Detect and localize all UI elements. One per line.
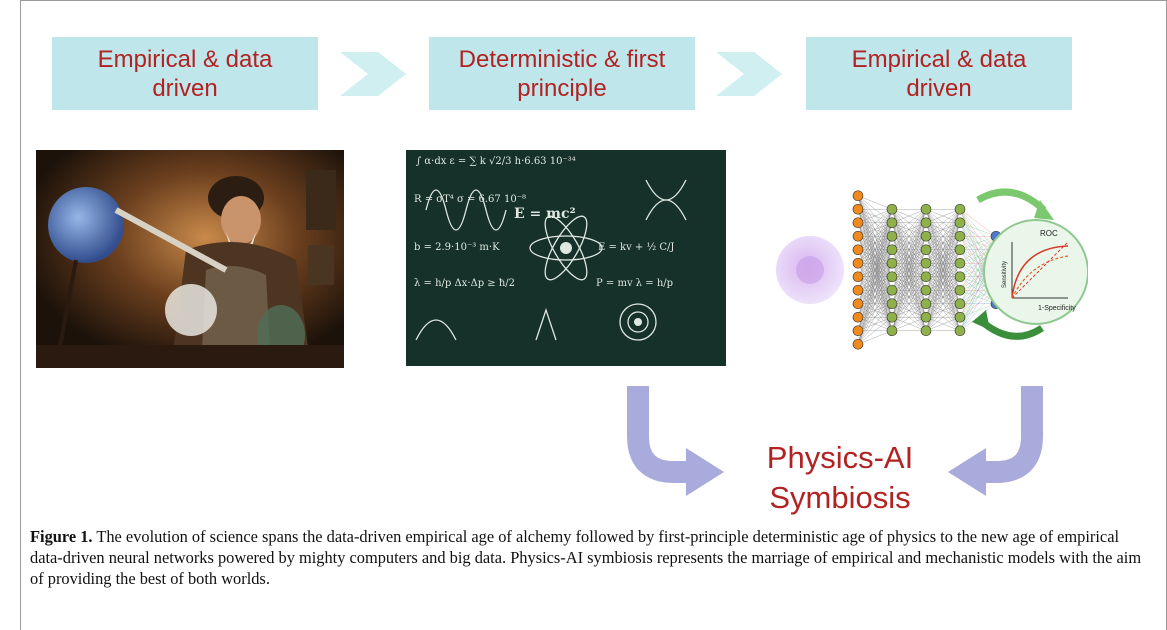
- network-node: [954, 257, 966, 269]
- curved-arrow-right-icon: [948, 386, 1043, 496]
- curved-arrow-left-icon: [627, 386, 724, 496]
- network-node: [886, 298, 898, 310]
- network-node: [852, 338, 864, 350]
- network-node: [852, 298, 864, 310]
- network-node: [852, 325, 864, 337]
- figure-caption: Figure 1. The evolution of science spans…: [30, 526, 1145, 589]
- network-node: [886, 257, 898, 269]
- caption-text: The evolution of science spans the data-…: [30, 527, 1142, 588]
- network-node: [920, 230, 932, 242]
- network-node: [886, 217, 898, 229]
- formula-label: E = mc²: [514, 206, 576, 222]
- stage-box-empirical-2: Empirical & data driven: [806, 37, 1072, 110]
- left-border: [20, 0, 21, 630]
- roc-x-label: 1-Specificity: [1038, 305, 1076, 312]
- network-node: [954, 298, 966, 310]
- network-node: [852, 311, 864, 323]
- network-node: [954, 325, 966, 337]
- network-node: [920, 311, 932, 323]
- network-node: [852, 257, 864, 269]
- chevron-arrow-icon-1: [340, 52, 406, 96]
- network-node: [886, 284, 898, 296]
- alchemist-image: [36, 150, 344, 368]
- physics-chalkboard-image: ∫ α·dx ε = ∑ k √2/3 h·6.63 10⁻³⁴ R = σT⁴…: [406, 150, 726, 366]
- physics-ai-symbiosis-label: Physics-AI Symbiosis: [766, 440, 914, 515]
- network-node: [886, 203, 898, 215]
- network-node: [886, 271, 898, 283]
- stage-box-deterministic: Deterministic & first principle: [429, 37, 695, 110]
- network-node: [920, 203, 932, 215]
- network-node: [886, 311, 898, 323]
- neural-network-diagram: ROC 1-Specificity Sensitivity: [776, 188, 1088, 350]
- caption-label: Figure 1.: [30, 527, 93, 546]
- network-node: [920, 217, 932, 229]
- roc-y-label: Sensitivity: [1002, 261, 1008, 288]
- network-node: [920, 257, 932, 269]
- network-node: [852, 271, 864, 283]
- top-border: [20, 0, 1167, 1]
- chevron-arrow-icon-2: [716, 52, 782, 96]
- network-node: [886, 325, 898, 337]
- green-arrow-top: [976, 188, 1047, 213]
- network-node: [954, 230, 966, 242]
- network-node: [954, 244, 966, 256]
- network-node: [954, 217, 966, 229]
- network-node: [954, 271, 966, 283]
- network-node: [852, 190, 864, 202]
- network-node: [852, 244, 864, 256]
- network-node: [954, 311, 966, 323]
- network-node: [852, 203, 864, 215]
- network-node: [920, 271, 932, 283]
- network-node: [852, 284, 864, 296]
- network-node: [852, 230, 864, 242]
- network-node: [920, 325, 932, 337]
- network-node: [954, 203, 966, 215]
- stage-box-empirical-1: Empirical & data driven: [52, 37, 318, 110]
- network-node: [852, 217, 864, 229]
- network-node: [954, 284, 966, 296]
- network-node: [886, 230, 898, 242]
- network-node: [920, 244, 932, 256]
- network-node: [920, 298, 932, 310]
- network-node: [886, 244, 898, 256]
- roc-title: ROC: [1040, 229, 1058, 238]
- network-node: [920, 284, 932, 296]
